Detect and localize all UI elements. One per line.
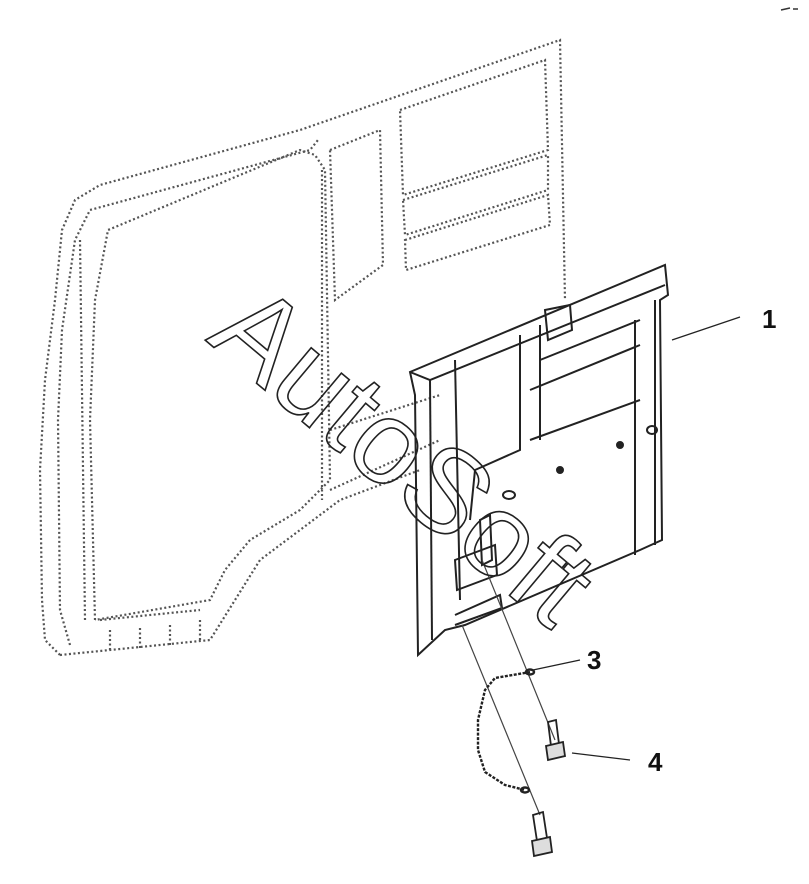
bolt-part-4-lower <box>530 810 554 858</box>
bolt-part-4-upper <box>544 718 567 762</box>
cable-part-3 <box>476 668 536 794</box>
leader-line-1 <box>671 316 741 341</box>
corner-mark <box>780 7 798 11</box>
assembly-guide-lines <box>461 559 556 816</box>
leader-line-3 <box>532 659 581 671</box>
callout-4: 4 <box>648 747 663 777</box>
callout-3: 3 <box>587 645 601 675</box>
leader-line-4 <box>571 752 631 761</box>
door-trim-panel <box>408 263 670 658</box>
leader-lines <box>532 316 741 761</box>
watermark-text: AutoSoft <box>188 259 620 651</box>
cab-side-frame <box>38 38 567 657</box>
callout-1: 1 <box>762 304 776 334</box>
